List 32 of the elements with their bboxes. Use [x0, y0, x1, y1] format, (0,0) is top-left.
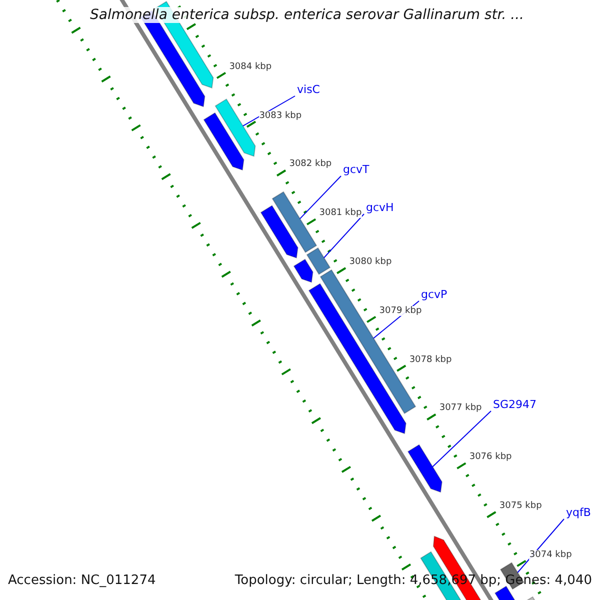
scale-label: 3079 kbp	[379, 306, 422, 316]
gene-feature	[293, 258, 314, 283]
scale-label: 3081 kbp	[319, 208, 362, 218]
scale-label: 3078 kbp	[409, 354, 452, 365]
scale-label: 3084 kbp	[229, 62, 272, 72]
scale-label: 3080 kbp	[349, 256, 392, 267]
accession-text: Accession: NC_011274	[8, 573, 156, 588]
gene-label: visC	[297, 83, 320, 96]
gene-label: yqfB	[566, 506, 591, 519]
gene-feature	[203, 112, 244, 171]
leader-line	[324, 214, 364, 258]
gene-feature	[308, 283, 406, 434]
title: Salmonella enterica subsp. enterica serovar Gallinarum str. ...	[90, 7, 524, 23]
gene-label: gcvH	[366, 201, 394, 214]
scale-label: 3077 kbp	[439, 403, 482, 414]
gene-feature	[306, 247, 331, 275]
scale-label: 3076 kbp	[469, 452, 512, 462]
leader-line	[517, 518, 564, 573]
leader-line	[299, 176, 342, 220]
gene-feature	[260, 204, 298, 259]
gene-label: SG2947	[493, 398, 537, 411]
scale-label: 3083 kbp	[259, 110, 302, 121]
leader-line	[432, 410, 492, 468]
scale-label: 3082 kbp	[289, 159, 332, 170]
gene-label: gcvT	[343, 163, 370, 176]
gene-feature	[407, 444, 442, 493]
scale-label: 3075 kbp	[499, 500, 542, 511]
gene-feature	[494, 586, 518, 600]
gene-label: gcvP	[421, 288, 448, 301]
scale-label: 3074 kbp	[529, 550, 572, 560]
gene-feature	[214, 98, 256, 157]
gene-feature	[272, 191, 318, 254]
